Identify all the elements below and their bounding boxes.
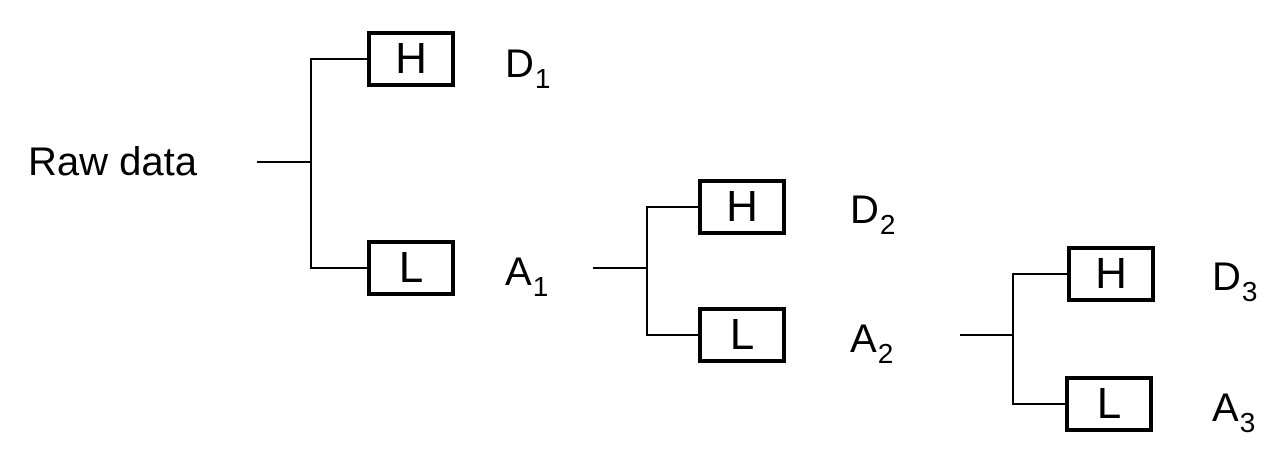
detail-label-3-base: D xyxy=(1212,255,1241,299)
root-connector-line xyxy=(257,161,312,163)
high-pass-box-1-letter: H xyxy=(395,34,427,83)
high-branch-line-2 xyxy=(646,206,698,208)
detail-label-3: D3 xyxy=(1212,255,1257,306)
low-pass-box-2-letter: L xyxy=(729,310,755,359)
high-pass-box-3: H xyxy=(1067,246,1155,302)
fork-vertical-line-3 xyxy=(1012,273,1014,405)
low-pass-box-3-letter: L xyxy=(1096,379,1122,428)
high-pass-box-3-letter: H xyxy=(1095,249,1127,298)
detail-label-1-sub: 1 xyxy=(534,63,551,94)
approx-label-3-base: A xyxy=(1212,386,1239,430)
approx-label-3: A3 xyxy=(1212,386,1255,437)
approx-label-2: A2 xyxy=(850,317,893,368)
high-pass-box-2: H xyxy=(698,179,786,235)
high-pass-box-2-letter: H xyxy=(726,182,758,231)
root-label: Raw data xyxy=(28,140,197,184)
high-branch-line-1 xyxy=(310,58,367,60)
approx-label-1-base: A xyxy=(505,250,532,294)
low-pass-box-2: L xyxy=(698,307,786,363)
detail-label-3-sub: 3 xyxy=(1241,276,1258,307)
low-branch-line-2 xyxy=(646,334,698,336)
approx-label-1-sub: 1 xyxy=(532,271,549,302)
detail-label-2-base: D xyxy=(850,188,879,232)
fork-vertical-line-1 xyxy=(310,58,312,269)
approx-label-3-sub: 3 xyxy=(1239,407,1256,438)
detail-label-2-sub: 2 xyxy=(879,209,896,240)
low-branch-line-1 xyxy=(310,267,367,269)
approx-label-1: A1 xyxy=(505,250,548,301)
low-pass-box-1-letter: L xyxy=(398,243,424,292)
detail-label-1: D1 xyxy=(505,42,550,93)
fork-vertical-line-2 xyxy=(646,206,648,336)
high-branch-line-3 xyxy=(1012,273,1067,275)
approx-label-2-sub: 2 xyxy=(877,338,894,369)
approx1-connector-line xyxy=(593,267,648,269)
detail-label-2: D2 xyxy=(850,188,895,239)
high-pass-box-1: H xyxy=(367,31,455,87)
approx-label-2-base: A xyxy=(850,317,877,361)
approx2-connector-line xyxy=(960,334,1014,336)
low-branch-line-3 xyxy=(1012,403,1065,405)
detail-label-1-base: D xyxy=(505,42,534,86)
low-pass-box-1: L xyxy=(367,240,455,296)
low-pass-box-3: L xyxy=(1065,376,1153,432)
